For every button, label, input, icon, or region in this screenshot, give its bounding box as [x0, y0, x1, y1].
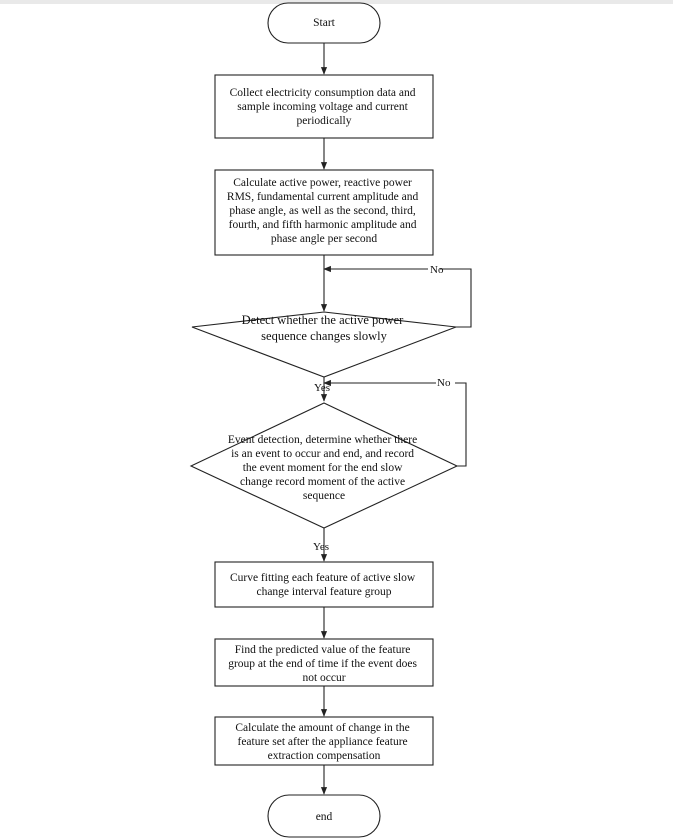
decision-event-detection-text: Event detection, determine whether there…	[228, 434, 420, 502]
loop-no-2	[455, 382, 467, 467]
decision2-yes-label: Yes	[313, 541, 329, 553]
process-collect-data-text: Collect electricity consumption data and…	[230, 87, 419, 127]
loop-no-1	[440, 268, 472, 328]
decision-active-power-slow-text: Detect whether the active power sequence…	[242, 313, 407, 343]
start-terminal: Start	[267, 2, 381, 44]
decision1-no-label: No	[430, 264, 444, 276]
process-curve-fitting: Curve fitting each feature of active slo…	[214, 561, 434, 608]
start-label: Start	[313, 17, 336, 29]
decision1-yes-label: Yes	[314, 382, 330, 394]
process-calculate-power-text: Calculate active power, reactive power R…	[227, 177, 421, 245]
end-label: end	[316, 811, 333, 823]
process-curve-fitting-text: Curve fitting each feature of active slo…	[230, 572, 418, 598]
process-predicted-value-text: Find the predicted value of the feature …	[228, 644, 420, 684]
process-calculate-change: Calculate the amount of change in the fe…	[214, 716, 434, 766]
top-border	[0, 0, 673, 4]
decision-event-detection: Event detection, determine whether there…	[189, 402, 459, 529]
process-calculate-change-text: Calculate the amount of change in the fe…	[235, 722, 412, 762]
process-predicted-value: Find the predicted value of the feature …	[214, 638, 434, 687]
end-terminal: end	[267, 794, 381, 838]
decision-active-power-slow: Detect whether the active power sequence…	[191, 311, 457, 378]
process-calculate-power: Calculate active power, reactive power R…	[214, 169, 434, 256]
decision2-no-label: No	[437, 377, 451, 389]
process-collect-data: Collect electricity consumption data and…	[214, 74, 434, 139]
